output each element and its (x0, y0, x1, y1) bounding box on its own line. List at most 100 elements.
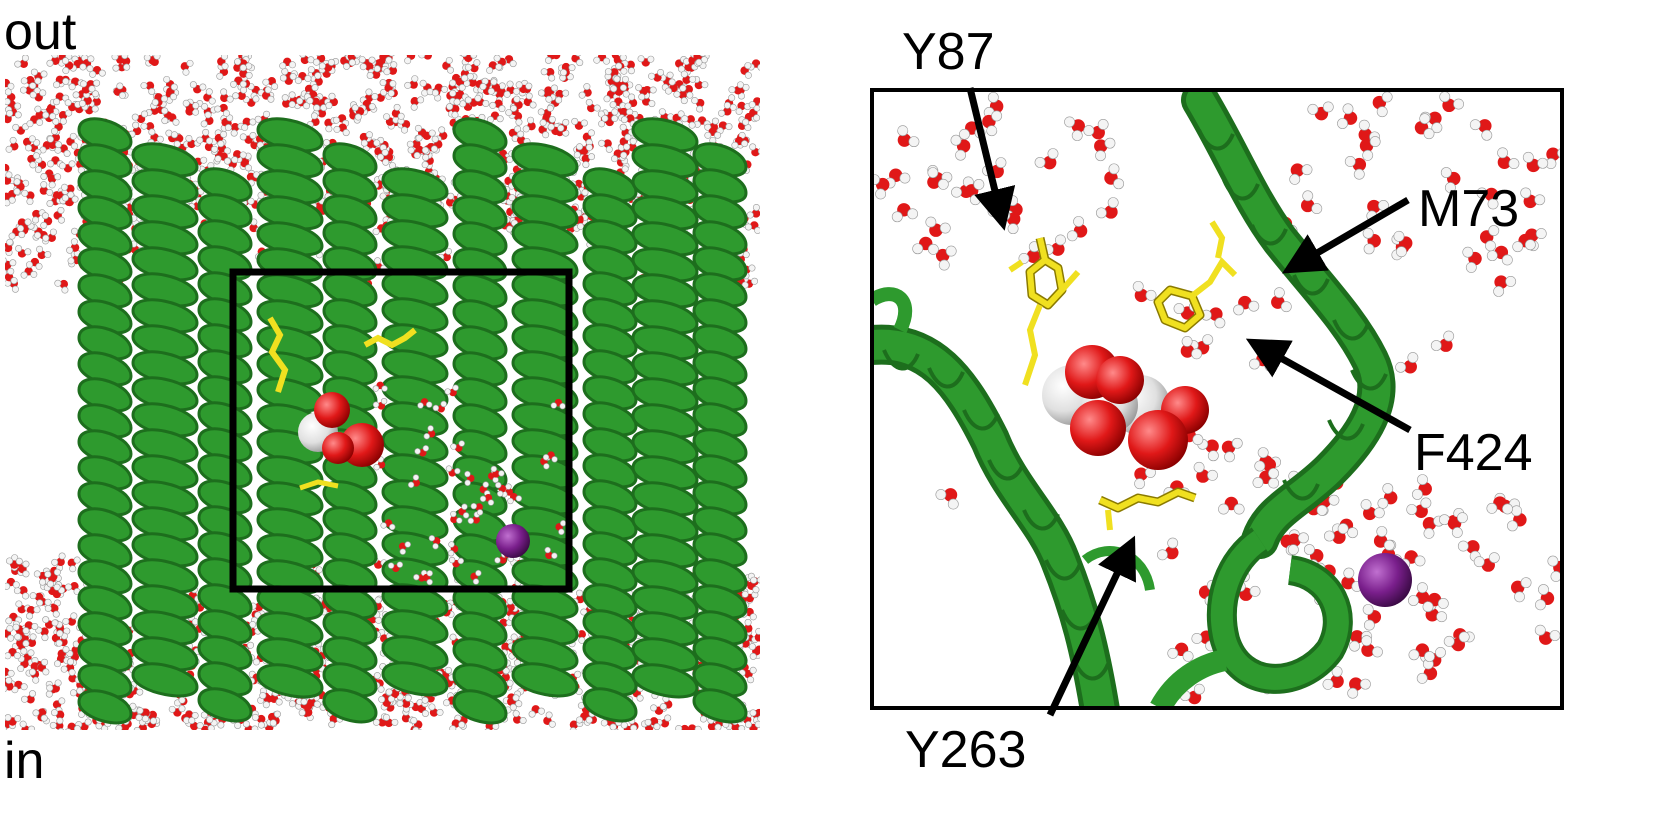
water-hydrogen (427, 425, 434, 432)
water-hydrogen (224, 124, 232, 132)
water-hydrogen (445, 465, 453, 472)
water-hydrogen (12, 123, 20, 131)
water-hydrogen (1167, 647, 1179, 659)
left-panel-membrane-view (5, 46, 768, 730)
water-hydrogen (6, 557, 14, 565)
water-hydrogen (60, 665, 68, 673)
water-hydrogen (234, 721, 242, 729)
water-hydrogen (358, 56, 366, 64)
water-hydrogen (42, 111, 50, 119)
water-hydrogen (482, 481, 489, 488)
water-hydrogen (539, 119, 547, 127)
water-hydrogen (758, 102, 760, 108)
helix-turn (197, 687, 253, 723)
water-hydrogen (1273, 287, 1285, 299)
water-hydrogen (64, 583, 72, 591)
water-hydrogen (382, 713, 390, 721)
water-hydrogen (76, 687, 84, 695)
water-hydrogen (22, 627, 30, 635)
water-hydrogen (1191, 633, 1203, 644)
ligand-oxygen-atom (314, 392, 350, 428)
water-hydrogen (875, 188, 887, 200)
water-oxygen (145, 122, 155, 131)
water-hydrogen (13, 188, 21, 196)
water-hydrogen (14, 633, 22, 641)
water-hydrogen (151, 98, 159, 106)
water-hydrogen (422, 445, 430, 452)
water-hydrogen (445, 56, 453, 64)
water-hydrogen (84, 718, 92, 726)
water-hydrogen (628, 93, 636, 101)
water-hydrogen (515, 495, 523, 502)
water-hydrogen (558, 528, 565, 535)
water-oxygen (1439, 338, 1453, 352)
water-hydrogen (29, 91, 37, 99)
water-hydrogen (44, 604, 52, 612)
water-hydrogen (1361, 635, 1373, 647)
water-hydrogen (742, 118, 750, 126)
water-hydrogen (1550, 570, 1562, 582)
water-hydrogen (359, 63, 367, 71)
water-hydrogen (299, 55, 307, 58)
water-hydrogen (413, 151, 421, 159)
water-hydrogen (505, 109, 513, 117)
water-hydrogen (59, 117, 67, 125)
water-hydrogen (907, 208, 919, 220)
water-oxygen (450, 515, 458, 524)
water-hydrogen (93, 79, 101, 87)
water-hydrogen (52, 610, 60, 618)
water-hydrogen (372, 401, 380, 408)
water-hydrogen (12, 581, 20, 589)
water-hydrogen (57, 727, 65, 730)
water-hydrogen (1342, 103, 1354, 115)
water-oxygen (300, 55, 310, 65)
water-hydrogen (200, 711, 208, 719)
water-hydrogen (67, 257, 75, 265)
water-hydrogen (762, 646, 768, 652)
water-hydrogen (29, 161, 37, 169)
water-hydrogen (1453, 98, 1464, 110)
water-hydrogen (383, 113, 391, 121)
water-oxygen (1466, 540, 1480, 554)
water-hydrogen (53, 583, 61, 591)
water-hydrogen (1436, 611, 1448, 623)
water-hydrogen (718, 109, 726, 117)
water-hydrogen (288, 91, 296, 99)
water-hydrogen (8, 232, 16, 240)
water-hydrogen (61, 194, 69, 202)
water-hydrogen (431, 89, 439, 97)
water-oxygen (707, 722, 717, 730)
water-hydrogen (1331, 666, 1343, 678)
water-hydrogen (417, 96, 425, 104)
water-hydrogen (267, 95, 275, 103)
water-hydrogen (327, 58, 335, 66)
water-hydrogen (33, 570, 41, 578)
water-hydrogen (245, 71, 253, 79)
water-hydrogen (559, 402, 566, 410)
water-hydrogen (422, 153, 430, 161)
helix-turn (131, 662, 199, 698)
water-hydrogen (73, 556, 81, 564)
water-hydrogen (619, 84, 627, 92)
water-hydrogen (556, 46, 562, 52)
water-hydrogen (196, 136, 204, 144)
water-hydrogen (448, 556, 456, 564)
water-hydrogen (1322, 101, 1334, 113)
water-hydrogen (381, 385, 388, 392)
annotation-arrows (966, 87, 1412, 717)
water-hydrogen (995, 157, 1007, 169)
water-hydrogen (456, 517, 463, 524)
water-hydrogen (1501, 254, 1513, 266)
water-hydrogen (653, 723, 661, 730)
water-hydrogen (529, 101, 537, 109)
water-hydrogen (1268, 467, 1279, 479)
water-hydrogen (578, 91, 586, 99)
water-hydrogen (73, 725, 81, 730)
water-hydrogen (273, 710, 281, 718)
water-hydrogen (5, 726, 8, 730)
water-hydrogen (426, 570, 433, 577)
water-hydrogen (600, 719, 608, 727)
side-chain-left-2 (363, 327, 417, 349)
water-hydrogen (1073, 216, 1085, 227)
water-hydrogen (399, 548, 406, 555)
